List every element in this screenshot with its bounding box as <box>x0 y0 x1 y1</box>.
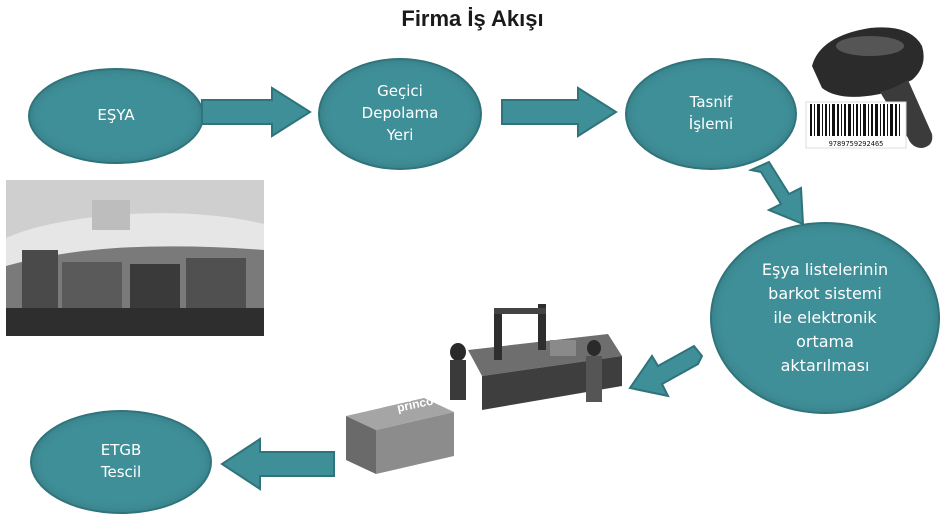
barcode-scanner-image: 9789759292465 <box>805 27 933 149</box>
node-tasnif-label: Tasnif İşlemi <box>688 93 734 133</box>
arrow-esya-to-gecici <box>201 86 312 138</box>
barcode-icon <box>810 104 900 136</box>
node-esya-listesi: Eşya listelerinin barkot sistemi ile ele… <box>710 222 940 414</box>
princo-box-image: princo <box>346 394 454 474</box>
node-esya: EŞYA <box>28 68 204 164</box>
barcode-digits: 9789759292465 <box>829 140 884 148</box>
arrow-tasnif-to-liste <box>747 160 805 226</box>
node-tasnif: Tasnif İşlemi <box>625 58 797 170</box>
node-esya-listesi-label: Eşya listelerinin barkot sistemi ile ele… <box>761 260 889 375</box>
node-gecici-depolama: Geçici Depolama Yeri <box>318 58 482 170</box>
diagram-title: Firma İş Akışı <box>401 6 544 31</box>
node-etgb-label: ETGB Tescil <box>100 441 142 481</box>
node-etgb: ETGB Tescil <box>30 410 212 514</box>
node-esya-label: EŞYA <box>97 106 135 125</box>
cargo-plane-image <box>6 180 264 336</box>
arrow-box-to-etgb <box>220 437 335 491</box>
scanning-station-image <box>450 304 622 410</box>
arrow-liste-to-scanner <box>628 344 704 398</box>
arrow-gecici-to-tasnif <box>501 86 618 138</box>
node-gecici-depolama-label: Geçici Depolama Yeri <box>361 82 439 144</box>
